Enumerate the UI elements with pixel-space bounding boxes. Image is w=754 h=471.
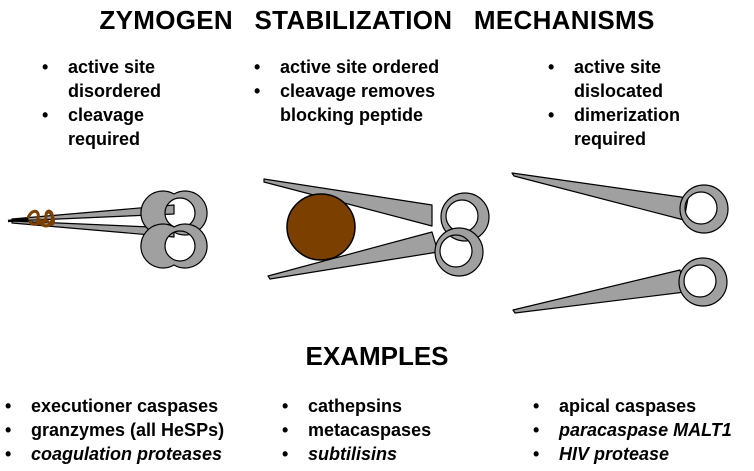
bullet-line: dimerization	[574, 105, 681, 125]
list-item: •apical caspases	[533, 396, 697, 416]
bullet-line: active site ordered	[280, 57, 440, 77]
mechanism-1-bullet-2: • cleavage required	[42, 103, 161, 151]
bullet-line: cleavage	[68, 105, 145, 125]
example-label: executioner caspases	[31, 396, 219, 416]
examples-heading: EXAMPLES	[305, 341, 449, 371]
blocking-peptide-icon	[286, 193, 356, 261]
scissors-icon	[511, 172, 729, 314]
bullet-line: required	[68, 129, 141, 149]
example-label: apical caspases	[559, 396, 697, 416]
example-label: cathepsins	[308, 396, 403, 416]
mechanism-2-bullet-1: • active site ordered	[254, 57, 440, 77]
mechanism-1-list: • active site disordered • cleavage requ…	[42, 55, 161, 151]
example-label: metacaspases	[308, 420, 432, 440]
mechanism-3-bullet-1: • active site dislocated	[548, 55, 680, 103]
example-label: paracaspase MALT1	[559, 420, 732, 440]
list-item: •granzymes (all HeSPs)	[5, 420, 225, 440]
bullet-line: dislocated	[574, 81, 664, 101]
list-item: •subtilisins	[282, 444, 398, 464]
mechanism-3-list: • active site dislocated • dimerization …	[548, 55, 680, 151]
mechanism-2-list: • active site ordered • cleavage removes…	[254, 55, 439, 127]
mechanism-2-bullet-2: • cleavage removes blocking peptide	[254, 79, 439, 127]
list-item: •cathepsins	[282, 396, 403, 416]
scissors-icon	[263, 178, 490, 280]
bullet-line: cleavage removes	[280, 81, 436, 101]
scissors-icon	[11, 190, 208, 269]
bullet-line: active site	[68, 57, 156, 77]
bullet-line: blocking peptide	[280, 105, 424, 125]
blade-tip	[7, 217, 29, 223]
list-item: •HIV protease	[533, 444, 670, 464]
example-label: coagulation proteases	[31, 444, 223, 464]
examples-list-3: •apical caspases •paracaspase MALT1 •HIV…	[533, 394, 732, 466]
list-item: •coagulation proteases	[5, 444, 223, 464]
example-label: subtilisins	[308, 444, 398, 464]
list-item: •metacaspases	[282, 420, 432, 440]
bullet-line: active site	[574, 57, 662, 77]
examples-list-1: •executioner caspases •granzymes (all He…	[5, 394, 224, 466]
mechanism-1-bullet-1: • active site disordered	[42, 57, 162, 101]
peptide-tangle-icon	[26, 209, 55, 228]
example-label: HIV protease	[559, 444, 670, 464]
example-label: granzymes (all HeSPs)	[31, 420, 225, 440]
bullet-line: required	[574, 129, 647, 149]
list-item: •paracaspase MALT1	[533, 420, 732, 440]
list-item: •executioner caspases	[5, 396, 219, 416]
examples-list-2: •cathepsins •metacaspases •subtilisins	[282, 394, 431, 466]
diagram-title: ZYMOGEN STABILIZATION MECHANISMS	[99, 5, 655, 35]
bullet-line: disordered	[68, 81, 162, 101]
mechanism-3-bullet-2: • dimerization required	[548, 105, 681, 149]
